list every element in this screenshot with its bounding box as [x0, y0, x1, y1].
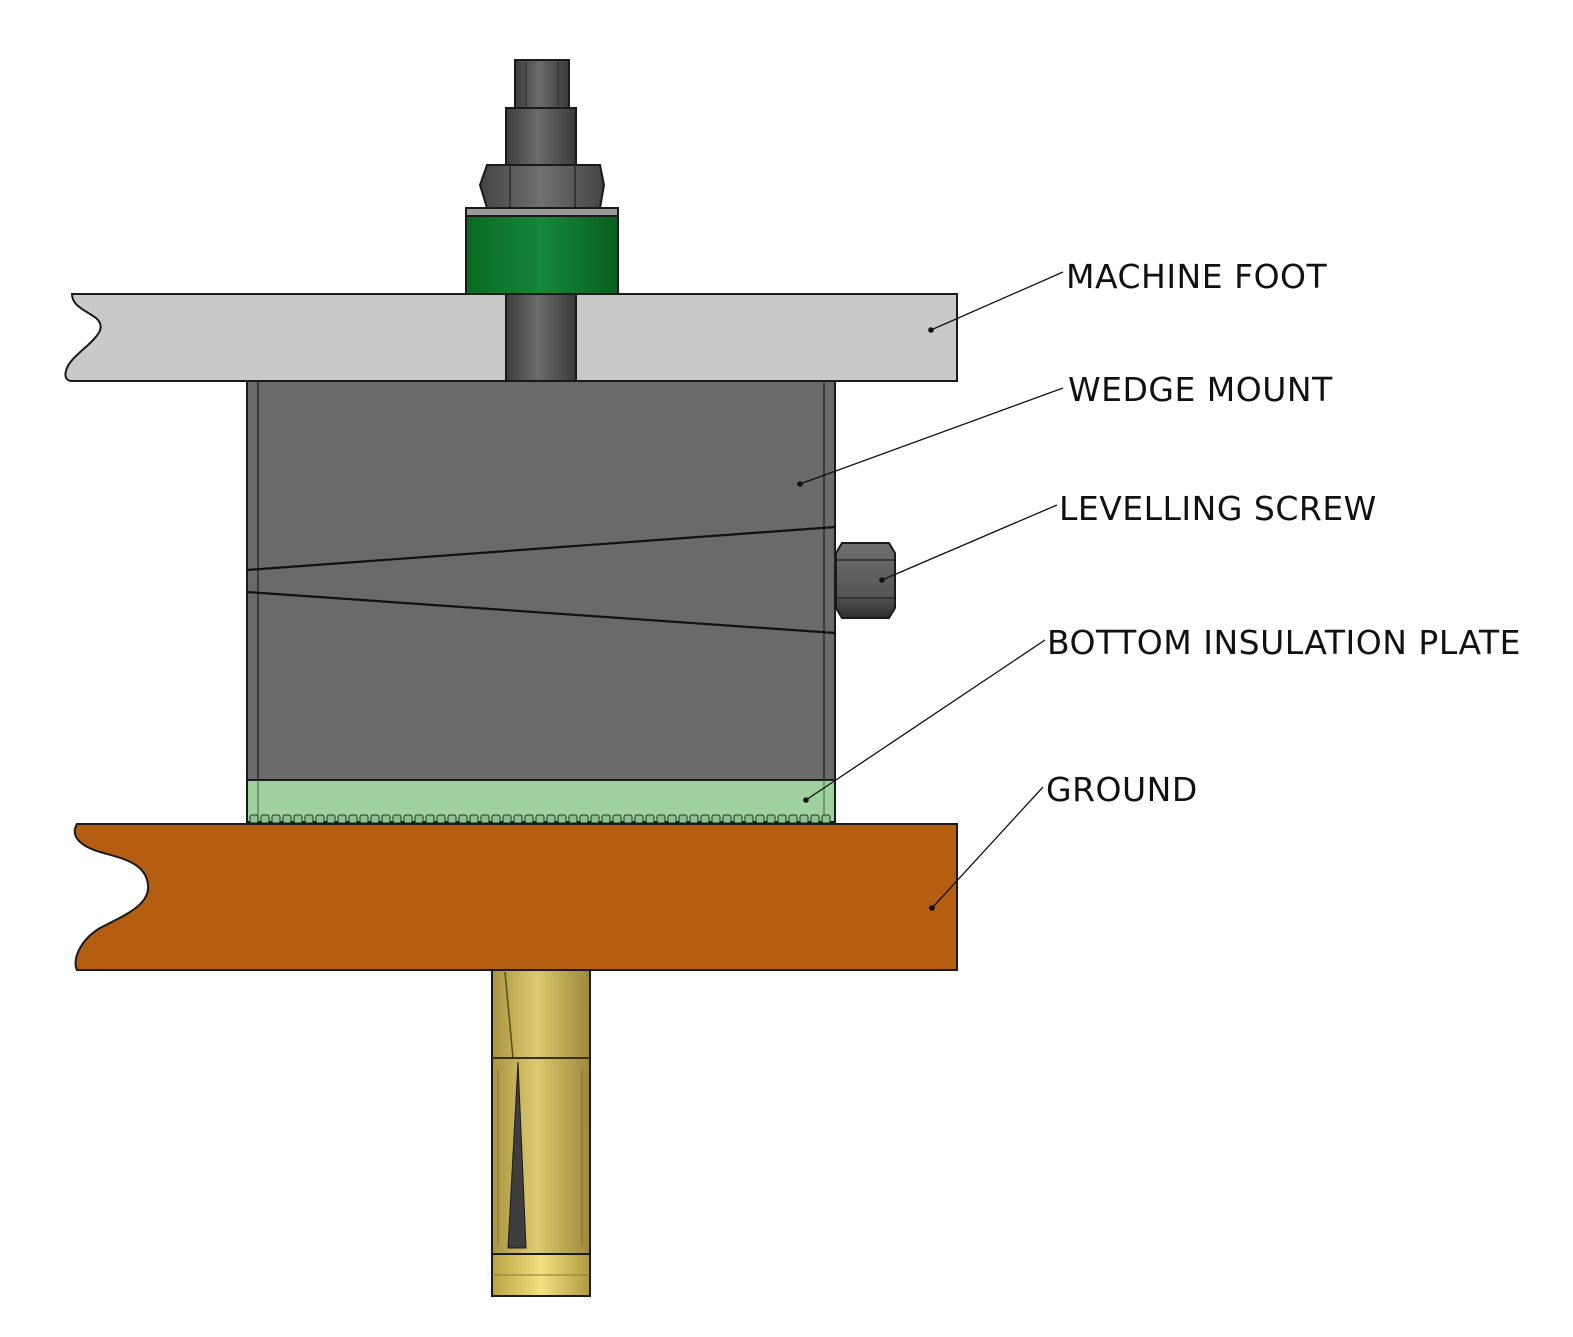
callout-machine-foot: MACHINE FOOT [928, 257, 1327, 333]
wedge-mount-label: WEDGE MOUNT [1068, 370, 1333, 409]
insulation-plate-tooth [348, 814, 358, 824]
insulation-plate-tooth [535, 814, 545, 824]
insulation-plate-tooth [755, 814, 765, 824]
insulation-plate-tooth [425, 814, 435, 824]
insulation-plate-tooth [359, 814, 369, 824]
insulation-washer [465, 215, 619, 295]
insulation-plate-tooth [667, 814, 677, 824]
bolt-shank-upper [505, 107, 577, 169]
bolt-tip [514, 59, 570, 111]
ground-label: GROUND [1046, 770, 1198, 809]
insulation-plate-tooth [458, 814, 468, 824]
insulation-plate-tooth [293, 814, 303, 824]
insulation-plate-tooth [370, 814, 380, 824]
insulation-plate-tooth [689, 814, 699, 824]
insulation-plate-tooth [480, 814, 490, 824]
insulation-plate-tooth [502, 814, 512, 824]
bottom-insulation-plate-label: BOTTOM INSULATION PLATE [1047, 623, 1521, 662]
machine-foot-label: MACHINE FOOT [1066, 257, 1328, 296]
bolt [505, 59, 577, 169]
insulation-plate-tooth [249, 814, 259, 824]
insulation-plate-tooth [447, 814, 457, 824]
insulation-plate-tooth [678, 814, 688, 824]
insulation-plate-tooth [766, 814, 776, 824]
hex-nut [465, 164, 619, 217]
insulation-plate-tooth [810, 814, 820, 824]
insulation-plate-tooth [436, 814, 446, 824]
levelling-screw-label: LEVELLING SCREW [1059, 489, 1377, 528]
bottom-insulation-plate [246, 779, 836, 824]
insulation-plate-tooth [326, 814, 336, 824]
insulation-plate-tooth [733, 814, 743, 824]
insulation-plate-tooth [634, 814, 644, 824]
bolt-shank-through-foot [505, 293, 577, 382]
insulation-plate-tooth [414, 814, 424, 824]
insulation-plate-tooth [700, 814, 710, 824]
insulation-plate-tooth [282, 814, 292, 824]
insulation-plate-tooth [601, 814, 611, 824]
insulation-plate-tooth [788, 814, 798, 824]
insulation-plate-tooth [645, 814, 655, 824]
insulation-plate-tooth [568, 814, 578, 824]
insulation-plate-tooth [744, 814, 754, 824]
insulation-plate-tooth [590, 814, 600, 824]
insulation-plate-tooth [711, 814, 721, 824]
callout-bottom-insulation-plate: BOTTOM INSULATION PLATE [803, 623, 1521, 803]
insulation-plate-tooth [403, 814, 413, 824]
callout-wedge-mount: WEDGE MOUNT [797, 370, 1333, 487]
insulation-plate-tooth [821, 814, 831, 824]
insulation-plate-tooth [656, 814, 666, 824]
insulation-plate-tooth [799, 814, 809, 824]
insulation-plate-tooth [381, 814, 391, 824]
insulation-plate-tooth [271, 814, 281, 824]
insulation-plate-tooth [722, 814, 732, 824]
insulation-plate-tooth [491, 814, 501, 824]
insulation-plate-tooth [546, 814, 556, 824]
insulation-plate-tooth [777, 814, 787, 824]
levelling-screw-nut [835, 542, 896, 619]
insulation-plate-tooth [513, 814, 523, 824]
insulation-plate-tooth [579, 814, 589, 824]
insulation-plate-tooth [392, 814, 402, 824]
wedge-mount-body [246, 380, 836, 781]
insulation-plate-tooth [623, 814, 633, 824]
ground-slab [73, 823, 958, 971]
insulation-plate-tooth [315, 814, 325, 824]
callout-ground: GROUND [929, 770, 1198, 911]
insulation-plate-tooth [337, 814, 347, 824]
expansion-anchor [491, 969, 591, 1297]
insulation-plate-tooth [469, 814, 479, 824]
insulation-plate-tooth [524, 814, 534, 824]
insulation-plate-tooth [304, 814, 314, 824]
callout-levelling-screw: LEVELLING SCREW [879, 489, 1377, 583]
insulation-plate-tooth [612, 814, 622, 824]
insulation-plate-tooth [557, 814, 567, 824]
insulation-plate-tooth [260, 814, 270, 824]
